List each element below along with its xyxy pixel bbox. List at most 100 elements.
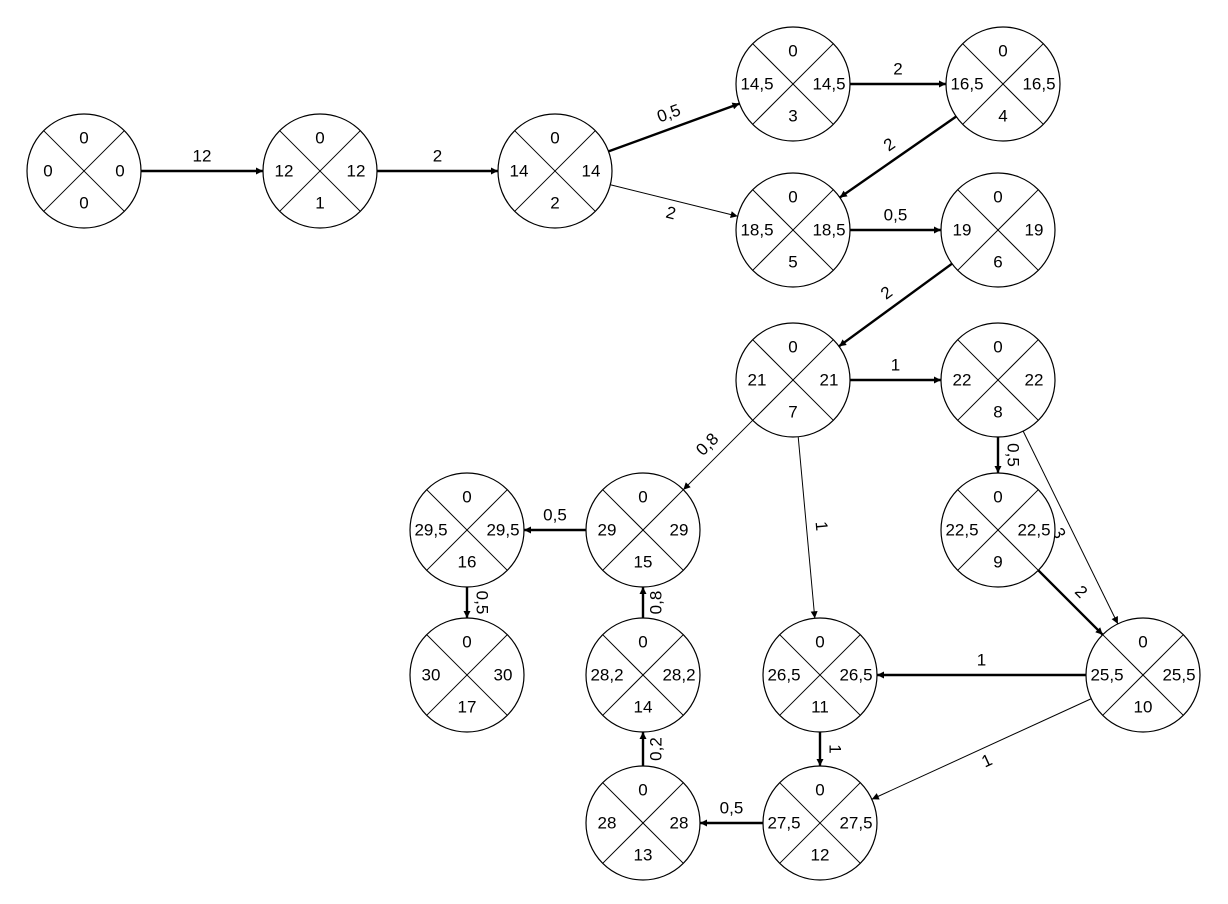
edge-label: 0,5: [1004, 443, 1023, 467]
node-right-value: 18,5: [812, 220, 845, 239]
edge-label: 1: [826, 744, 845, 753]
node-left-value: 21: [748, 370, 767, 389]
node-top-value: 0: [550, 128, 559, 147]
edge-label: 2: [877, 282, 896, 303]
node-divider: [602, 782, 684, 864]
node-bottom-value: 8: [993, 402, 1002, 421]
edge-label: 1: [979, 750, 996, 771]
node-top-value: 0: [993, 187, 1002, 206]
node-left-value: 14: [510, 161, 529, 180]
edge-16-17: 0,5: [463, 587, 492, 618]
node-bottom-value: 6: [993, 252, 1002, 271]
edge-arrow: [1037, 569, 1104, 636]
edge-8-9: 0,5: [994, 437, 1023, 473]
node-left-value: 26,5: [767, 665, 800, 684]
node-divider: [779, 634, 861, 716]
edge-13-14: 0,2: [639, 732, 665, 766]
node-bottom-value: 16: [458, 552, 477, 571]
edge-arrow: [682, 419, 754, 491]
node-left-value: 29: [598, 520, 617, 539]
edge-arrow: [871, 698, 1092, 800]
node-right-value: 22: [1025, 370, 1044, 389]
node-right-value: 28: [670, 813, 689, 832]
node-left-value: 16,5: [950, 74, 983, 93]
node-left-value: 30: [422, 665, 441, 684]
node-divider: [426, 489, 508, 571]
node-bottom-value: 15: [634, 552, 653, 571]
node-bottom-value: 5: [788, 252, 797, 271]
node-bottom-value: 0: [79, 193, 88, 212]
edge-label: 0,2: [646, 737, 665, 761]
node-divider: [43, 130, 125, 212]
node-bottom-value: 10: [1134, 697, 1153, 716]
edge-label: 0,8: [646, 591, 665, 615]
node-left-value: 12: [275, 161, 294, 180]
edge-label: 12: [193, 146, 212, 165]
edge-arrow: [610, 184, 738, 218]
edge-label: 1: [812, 521, 832, 532]
node-top-value: 0: [993, 337, 1002, 356]
node-right-value: 22,5: [1017, 520, 1050, 539]
edge-1-2: 2: [377, 146, 498, 175]
node-left-value: 22: [953, 370, 972, 389]
edge-3-4: 2: [850, 59, 946, 88]
edge-arrow: [608, 102, 740, 153]
edge-9-10: 2: [1037, 569, 1104, 636]
node-right-value: 29: [670, 520, 689, 539]
edge-label: 0,5: [720, 798, 744, 817]
edge-label: 0,5: [473, 591, 492, 615]
edge-2-5: 2: [610, 184, 738, 224]
node-bottom-value: 1: [315, 193, 324, 212]
node-right-value: 0: [115, 161, 124, 180]
node-divider: [602, 489, 684, 571]
edge-label: 1: [977, 650, 986, 669]
edge-10-12: 1: [871, 698, 1092, 800]
node-right-value: 14,5: [812, 74, 845, 93]
node-top-value: 0: [788, 41, 797, 60]
node-top-value: 0: [638, 487, 647, 506]
edge-label: 2: [893, 59, 902, 78]
edge-arrow: [838, 262, 953, 348]
edge-arrow: [1022, 430, 1119, 625]
node-right-value: 30: [494, 665, 513, 684]
node-top-value: 0: [638, 780, 647, 799]
node-bottom-value: 4: [998, 106, 1007, 125]
node-top-value: 0: [788, 337, 797, 356]
edge-12-13: 0,5: [700, 798, 763, 827]
node-left-value: 22,5: [945, 520, 978, 539]
node-divider: [957, 489, 1039, 571]
node-right-value: 25,5: [1162, 665, 1195, 684]
edge-0-1: 12: [141, 146, 263, 175]
node-top-value: 0: [998, 41, 1007, 60]
edge-7-8: 1: [850, 355, 941, 384]
node-top-value: 0: [638, 632, 647, 651]
node-top-value: 0: [993, 487, 1002, 506]
node-right-value: 26,5: [839, 665, 872, 684]
node-top-value: 0: [315, 128, 324, 147]
node-right-value: 16,5: [1022, 74, 1055, 93]
node-top-value: 0: [462, 632, 471, 651]
edge-label: 0,5: [884, 205, 908, 224]
edge-6-7: 2: [838, 262, 953, 348]
node-bottom-value: 2: [550, 193, 559, 212]
edge-label: 2: [664, 203, 678, 224]
edge-arrow: [839, 115, 957, 199]
node-divider: [779, 782, 861, 864]
edge-label: 2: [1071, 582, 1091, 602]
node-divider: [279, 130, 361, 212]
node-top-value: 0: [815, 632, 824, 651]
node-divider: [957, 339, 1039, 421]
